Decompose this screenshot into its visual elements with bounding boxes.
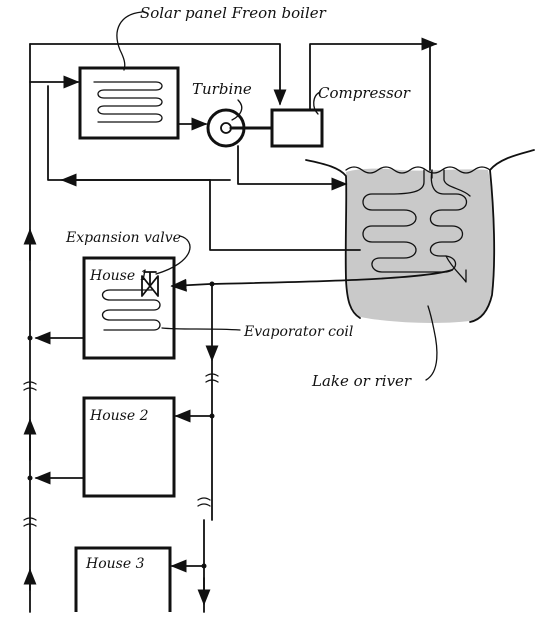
lake-bank-right: [469, 149, 535, 323]
distribution-break-mark-2: [197, 497, 211, 507]
house2-label: House 2: [89, 408, 149, 424]
lake-or-river: [305, 149, 535, 323]
turbine: Turbine: [192, 80, 348, 191]
junction-dot-1: [27, 335, 33, 341]
house3-label: House 3: [85, 556, 145, 572]
house1-box: [82, 256, 176, 360]
distribution-line: [170, 269, 453, 613]
lake-bank-left: [305, 159, 361, 319]
solar-panel-box: [78, 66, 180, 140]
water-body: [344, 168, 495, 323]
solar-panel-boiler: Solar panel Freon boiler: [78, 4, 327, 140]
junction-dot-2: [27, 475, 33, 481]
house-1: House 1: [34, 256, 176, 360]
compressor-leader: [313, 91, 321, 115]
compressor: Compressor: [270, 37, 438, 171]
return-loop-pipe: [47, 85, 211, 181]
compressor-box: [270, 108, 324, 148]
solar-panel-coil: [93, 81, 163, 123]
house3-box: [74, 546, 172, 612]
lake-to-house-pipe: [170, 269, 453, 292]
lake-label: Lake or river: [311, 372, 412, 390]
expansion-valve-stem: [143, 271, 157, 287]
lake-leader: [425, 305, 438, 381]
expansion-valve-symbol: [141, 275, 159, 297]
lake-coil-outline: [431, 169, 471, 283]
supply-line: [23, 43, 287, 613]
return-loop: [47, 85, 361, 251]
solar-panel-label: Solar panel Freon boiler: [140, 4, 327, 22]
evaporator-coil-leader: [161, 327, 241, 331]
lake-coil: [362, 169, 468, 273]
pipe-break-mark-2: [23, 517, 37, 527]
evaporator-coil-label: Evaporator coil: [243, 324, 353, 340]
distribution-break-mark-1: [205, 373, 219, 383]
solar-panel-leader: [116, 11, 143, 71]
house2-box: [82, 396, 176, 498]
house-3: House 3: [74, 546, 172, 612]
house-2: House 2: [34, 396, 176, 498]
pipe-break-mark-1: [23, 381, 37, 391]
expansion-valve-leader: [155, 235, 191, 275]
compressor-label: Compressor: [318, 84, 411, 102]
water-surface: [345, 166, 491, 174]
compressor-outlet-pipe: [309, 37, 438, 111]
top-supply-pipe: [29, 43, 287, 106]
lake-return-pipe: [209, 179, 361, 251]
house1-label: House 1: [89, 268, 148, 284]
evaporator-coil: [101, 289, 161, 331]
expansion-valve-label: Expansion valve: [65, 230, 181, 246]
turbine-label: Turbine: [192, 80, 252, 98]
turbine-exhaust-pipe: [237, 145, 348, 191]
turbine-leader: [231, 99, 243, 121]
